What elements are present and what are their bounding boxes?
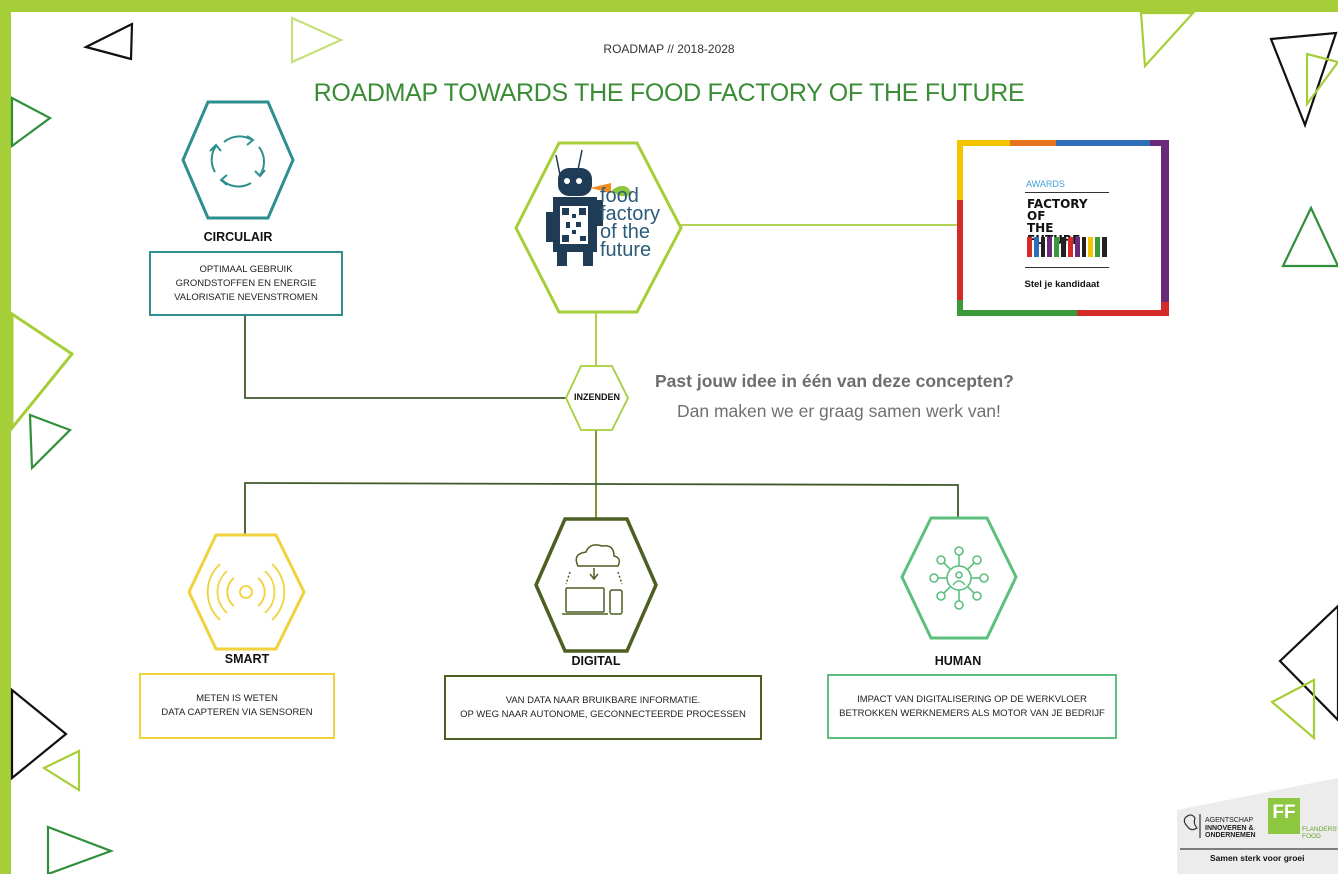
agency-line: AGENTSCHAP [1205, 817, 1254, 824]
connector-line [244, 316, 566, 399]
award-title: FACTORY OF THE FUTURE [1027, 198, 1107, 246]
description-line: OPTIMAAL GEBRUIK [199, 263, 293, 275]
connector-line [244, 482, 959, 535]
deco-triangle [1278, 604, 1338, 722]
circulair-hexagon [181, 100, 295, 220]
footer-tagline: Samen sterk voor groei [1210, 853, 1305, 863]
frame-left [0, 0, 11, 874]
page-subtitle: ROADMAP // 2018-2028 [603, 42, 735, 56]
frame-top [0, 0, 1338, 12]
digital-label: DIGITAL [571, 654, 621, 668]
ff-line: FOOD [1302, 833, 1321, 840]
robot-mascot-icon [546, 149, 632, 266]
award-rule-top [1025, 192, 1109, 193]
award-cta[interactable]: Stel je kandidaat [1024, 279, 1100, 290]
award-barcode-stripes [1027, 237, 1107, 257]
award-stripe [1061, 237, 1066, 257]
award-stripe [1074, 237, 1080, 257]
award-card[interactable]: AWARDS FACTORY OF THE FUTURE Stel je kan… [963, 146, 1161, 310]
smart-hexagon [187, 533, 306, 651]
deco-triangle [28, 413, 72, 471]
logo-line: food [600, 185, 639, 207]
flanders-food-logo-text: FLANDERS' FOOD [1302, 826, 1338, 840]
agency-logo-text: AGENTSCHAP INNOVEREN & ONDERNEMEN [1205, 817, 1256, 840]
sensor-waves-icon [206, 563, 286, 621]
description-line: VALORISATIE NEVENSTROMEN [174, 291, 318, 303]
connectors [244, 224, 963, 535]
logo-line: factory [600, 203, 661, 225]
flemish-lion-icon [1183, 814, 1201, 838]
deco-triangle [46, 825, 115, 874]
award-label: AWARDS [1026, 179, 1065, 189]
description-line: DATA CAPTEREN VIA SENSOREN [161, 707, 313, 718]
prompt-question: Past jouw idee in één van deze concepten… [655, 371, 1014, 391]
logo-line: future [600, 239, 652, 261]
description-line: BETROKKEN WERKNEMERS ALS MOTOR VAN JE BE… [839, 707, 1105, 719]
smart-label: SMART [224, 652, 270, 666]
flanders-food-logo-mark: FF [1268, 798, 1300, 834]
award-stripe [1047, 237, 1053, 257]
award-title-line: FACTORY OF [1027, 197, 1088, 223]
cloud-devices-icon [562, 544, 623, 615]
human-description-box: IMPACT VAN DIGITALISERING OP DE WERKVLOE… [827, 674, 1117, 739]
award-stripe [1081, 237, 1087, 257]
award-stripe [1033, 237, 1039, 257]
award-stripe [1040, 237, 1046, 257]
decorative-triangles [10, 11, 1338, 874]
deco-triangle [10, 311, 75, 433]
deco-triangle [1269, 31, 1338, 129]
recycle-arrows-icon [209, 135, 266, 188]
circulair-description-box: OPTIMAAL GEBRUIK GRONDSTOFFEN EN ENERGIE… [149, 251, 343, 316]
deco-triangle [82, 22, 134, 61]
prompt-answer: Dan maken we er graag samen werk van! [677, 401, 1001, 421]
inzenden-hexagon [565, 365, 630, 431]
digital-hexagon [534, 517, 658, 653]
deco-triangle [10, 687, 68, 781]
ff-line: FLANDERS' [1302, 826, 1338, 833]
hub-hexagon [514, 141, 683, 314]
circulair-label: CIRCULAIR [203, 230, 273, 244]
description-line: GRONDSTOFFEN EN ENERGIE [175, 277, 317, 289]
description-line: METEN IS WETEN [196, 693, 278, 704]
deco-triangle [1305, 52, 1338, 108]
deco-triangle [290, 16, 344, 64]
network-hub-icon [929, 546, 989, 610]
description-line: VAN DATA NAAR BRUIKBARE INFORMATIE. [505, 694, 701, 706]
award-stripe [1054, 237, 1060, 257]
human-label: HUMAN [934, 654, 982, 668]
award-title-line: THE FUTURE [1027, 221, 1080, 246]
award-stripe [1095, 237, 1101, 257]
inzenden-label: INZENDEN [573, 392, 620, 402]
award-stripe [1102, 237, 1107, 257]
deco-triangle [10, 96, 53, 149]
hexagons [181, 100, 1018, 653]
agency-line: ONDERNEMEN [1205, 832, 1256, 839]
description-line: IMPACT VAN DIGITALISERING OP DE WERKVLOE… [857, 693, 1087, 705]
award-stripe [1088, 237, 1094, 257]
deco-triangle [1281, 205, 1338, 268]
agency-line: INNOVEREN & [1205, 824, 1254, 832]
page-title: ROADMAP TOWARDS THE FOOD FACTORY OF THE … [313, 79, 1025, 107]
deco-triangle [1270, 678, 1316, 741]
deco-triangle [41, 749, 81, 792]
smart-description-box: METEN IS WETEN DATA CAPTEREN VIA SENSORE… [139, 673, 335, 739]
deco-triangle [1139, 11, 1196, 69]
award-rule-bottom [1025, 267, 1109, 268]
award-stripe [1027, 237, 1032, 257]
logo-line: of the [600, 221, 651, 243]
description-line: OP WEG NAAR AUTONOME, GECONNECTEERDE PRO… [460, 708, 746, 720]
award-stripe [1067, 237, 1073, 257]
digital-description-box: VAN DATA NAAR BRUIKBARE INFORMATIE. OP W… [444, 675, 762, 740]
food-factory-logo-text: food factory of the future [600, 185, 661, 261]
